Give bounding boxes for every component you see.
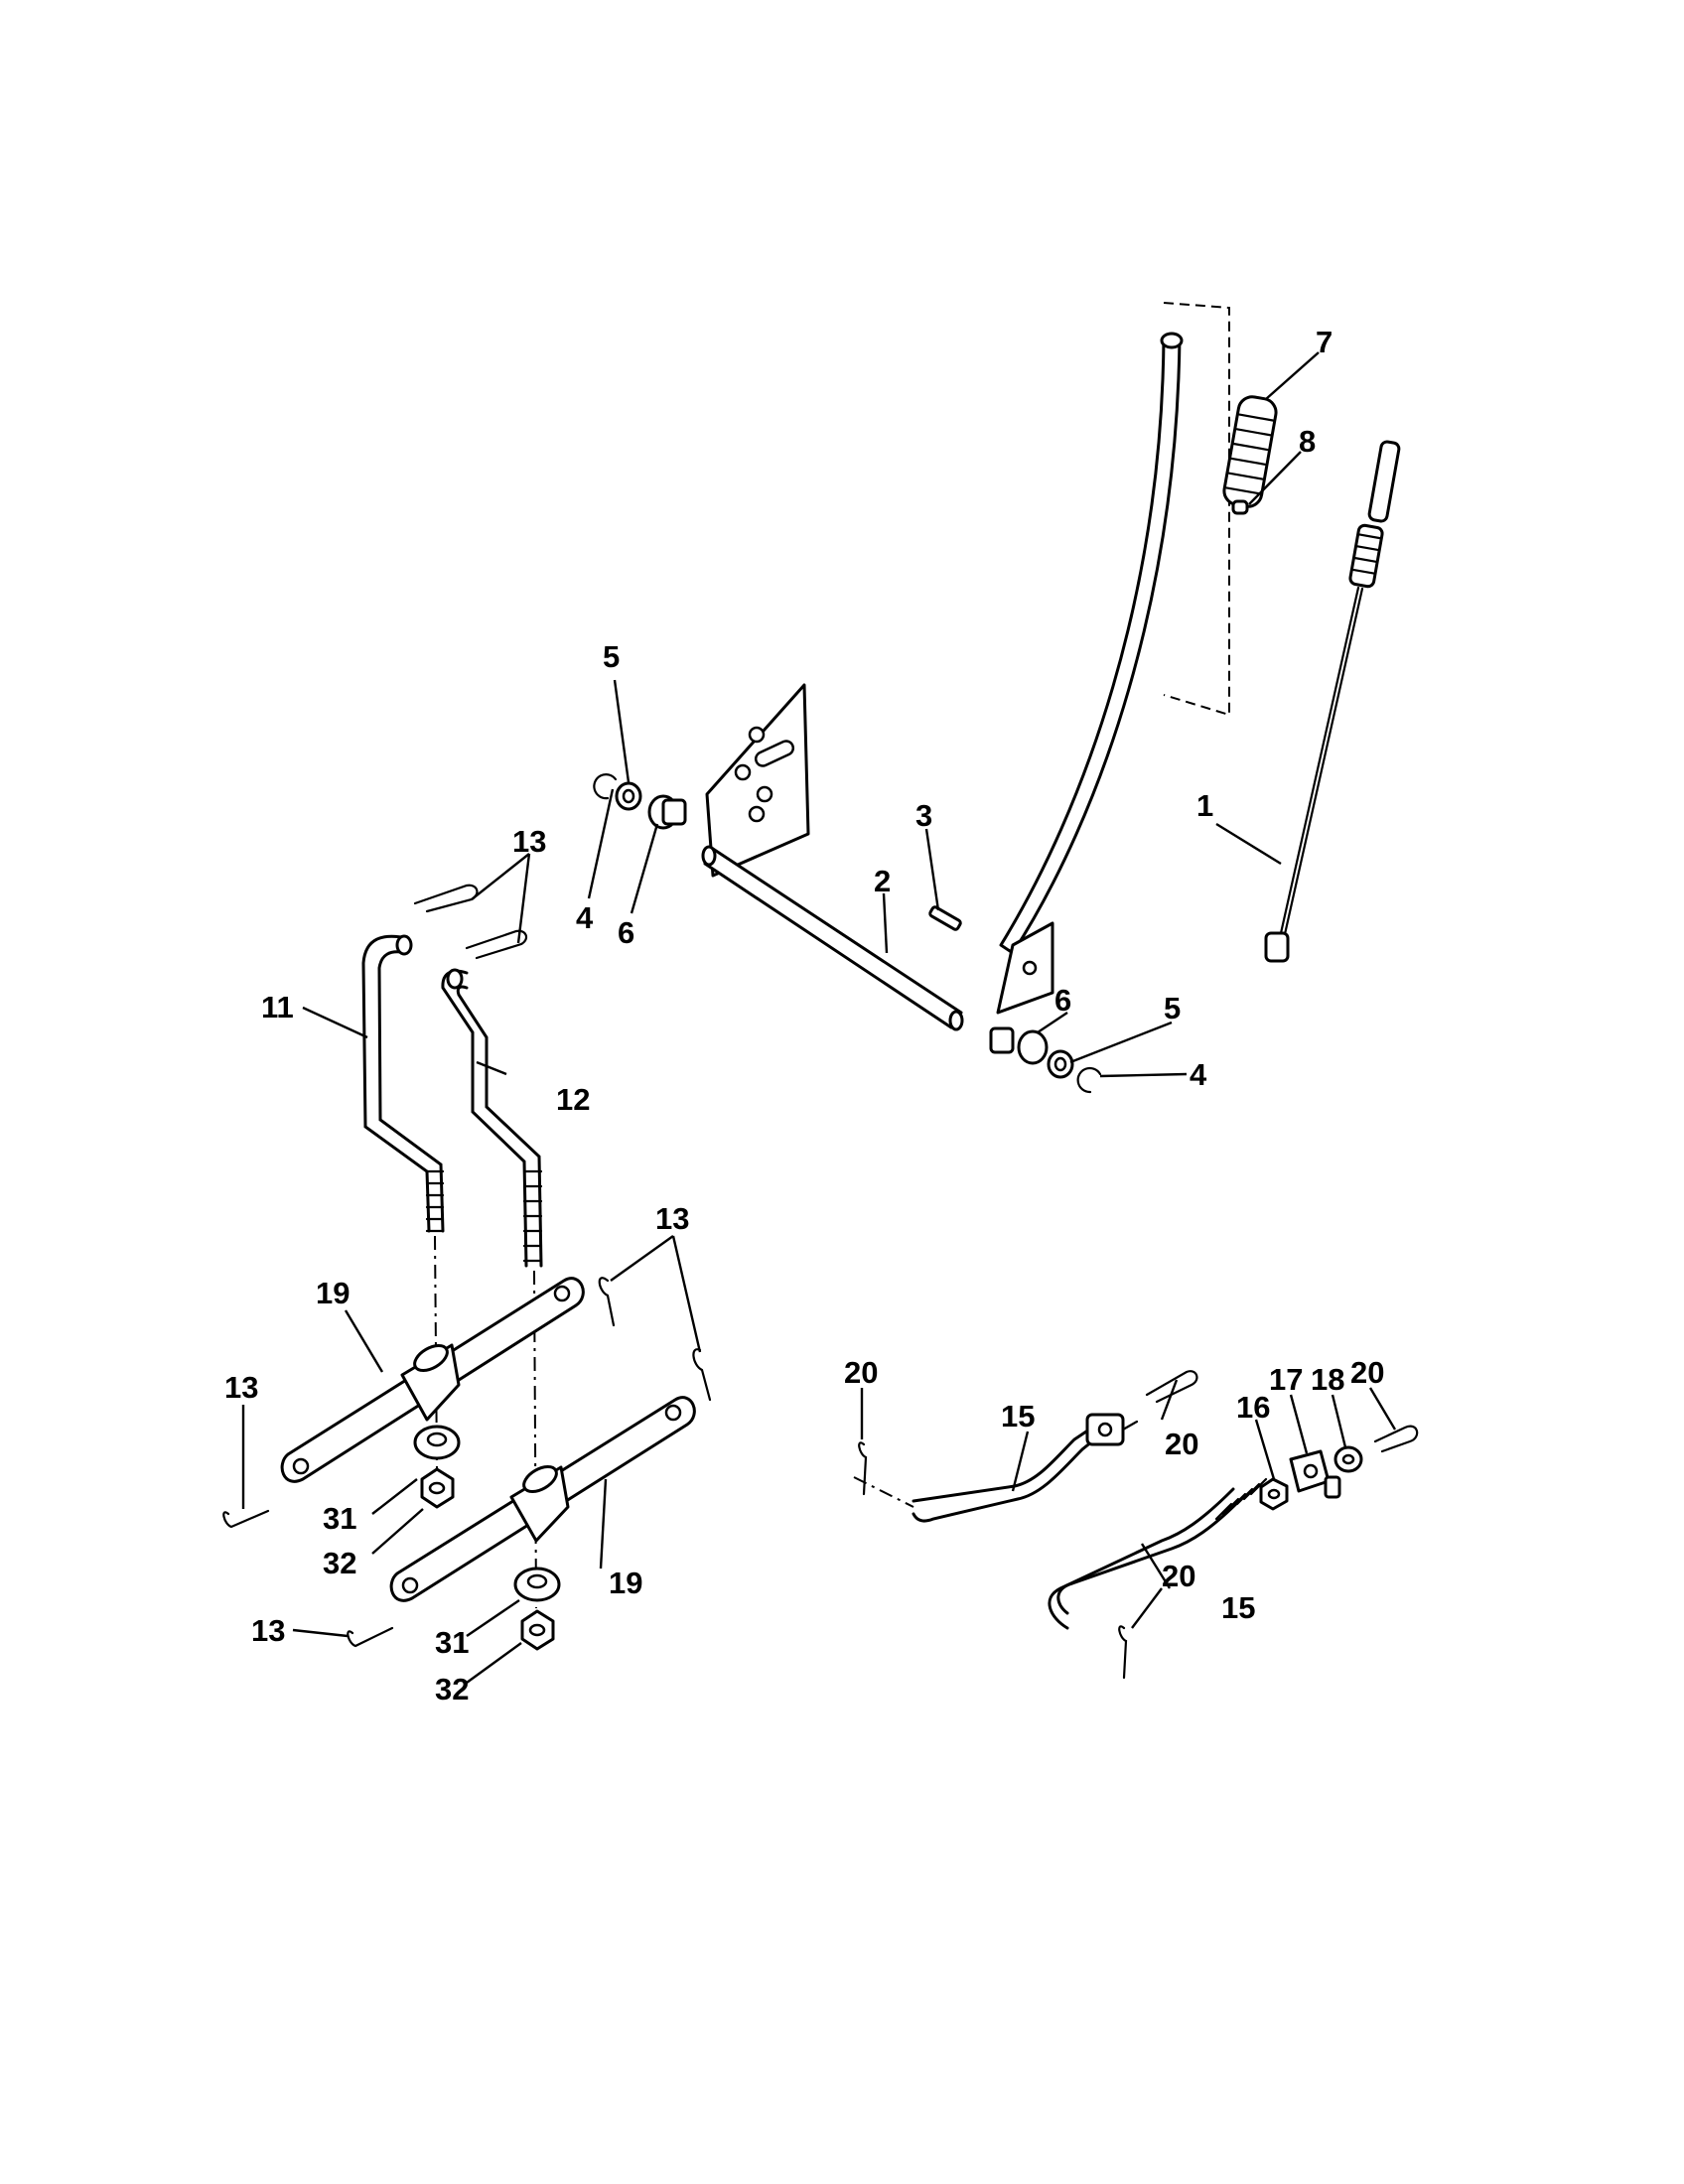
shaft-key: [928, 905, 962, 931]
callout-4-right: 4: [1190, 1057, 1207, 1092]
nut-upper: [420, 1467, 455, 1509]
callout-13-left: 13: [224, 1370, 258, 1405]
callout-6-right: 6: [1054, 983, 1071, 1018]
hairpin-arm-left: [222, 1509, 270, 1529]
adjust-nut: [1259, 1477, 1289, 1511]
bushing-right-body: [989, 1026, 1015, 1054]
callout-20-bottom: 20: [1162, 1559, 1195, 1593]
callout-31-lower: 31: [435, 1625, 469, 1660]
deck-rod-upper: [912, 1413, 1139, 1523]
callout-16: 16: [1236, 1390, 1270, 1425]
leader-lines: [241, 351, 1397, 1684]
hairpin-rod-top: [1145, 1370, 1198, 1404]
clip-right: [1076, 1066, 1102, 1094]
mounting-bracket: [705, 683, 810, 878]
lift-arm-lower: [389, 1396, 696, 1602]
callout-32-lower: 32: [435, 1672, 469, 1706]
lift-handle: [996, 332, 1184, 1015]
callout-20-top: 20: [1165, 1427, 1198, 1461]
hairpin-upper-b: [465, 929, 528, 960]
alignment-line-right: [533, 1270, 537, 1609]
callout-7: 7: [1316, 325, 1333, 359]
callout-15-upper: 15: [1001, 1399, 1035, 1433]
callout-13-top: 13: [512, 824, 546, 859]
callout-13-bottom: 13: [251, 1613, 285, 1648]
nut-lower: [520, 1609, 555, 1651]
callout-6-left: 6: [618, 915, 634, 950]
callout-20-left: 20: [844, 1355, 878, 1390]
hairpin-rod-bottom: [1118, 1625, 1128, 1680]
grip-insert: [1231, 499, 1249, 515]
lift-arm-upper: [280, 1277, 585, 1483]
hairpin-upper-a: [413, 884, 479, 913]
clip-left: [593, 773, 618, 800]
handle-grip: [1222, 395, 1278, 508]
bushing-left-body: [661, 798, 687, 826]
callout-5-left: 5: [603, 639, 620, 674]
callout-19-lower: 19: [609, 1566, 642, 1600]
hairpin-rod-left: [858, 1441, 868, 1496]
callout-12: 12: [556, 1082, 590, 1117]
lift-link-left: [361, 934, 445, 1233]
callout-31-upper: 31: [323, 1501, 356, 1536]
bushing-right: [1017, 1029, 1049, 1065]
lift-link-right: [441, 968, 543, 1268]
rod-alignment-line: [853, 1476, 914, 1508]
handle-phantom-outline: [1163, 302, 1230, 717]
callout-1: 1: [1196, 788, 1213, 823]
trunnion: [1289, 1449, 1341, 1499]
washer-left-hole: [622, 788, 635, 804]
hairpin-arm-top: [598, 1277, 616, 1327]
callout-labels: 7 8 1 2 3 5 4 6 6 5 4 13 11 12 13 19 13 …: [224, 325, 1384, 1706]
callout-20-right: 20: [1350, 1355, 1384, 1390]
callout-32-upper: 32: [323, 1546, 356, 1580]
release-rod: [1264, 440, 1401, 963]
callout-13-right: 13: [655, 1201, 689, 1236]
callout-3: 3: [915, 798, 932, 833]
callout-19-upper: 19: [316, 1276, 350, 1310]
rock-shaft: [701, 845, 964, 1031]
washer-right-hole: [1053, 1056, 1067, 1072]
callout-11: 11: [261, 990, 294, 1024]
trunnion-nut: [1333, 1445, 1363, 1473]
hairpin-arm-right: [692, 1348, 712, 1402]
callout-15-lower: 15: [1221, 1590, 1255, 1625]
callout-8: 8: [1299, 424, 1316, 459]
callout-4-left: 4: [576, 900, 594, 935]
callout-2: 2: [874, 864, 891, 898]
hairpin-rod-right: [1373, 1425, 1419, 1453]
hairpin-arm-bottom: [347, 1626, 394, 1648]
callout-17: 17: [1269, 1362, 1303, 1397]
spacer-upper: [413, 1425, 461, 1460]
spacer-lower: [513, 1567, 561, 1602]
callout-18: 18: [1311, 1362, 1344, 1397]
callout-5-right: 5: [1164, 991, 1181, 1025]
deck-rod-lower: [1048, 1477, 1268, 1630]
